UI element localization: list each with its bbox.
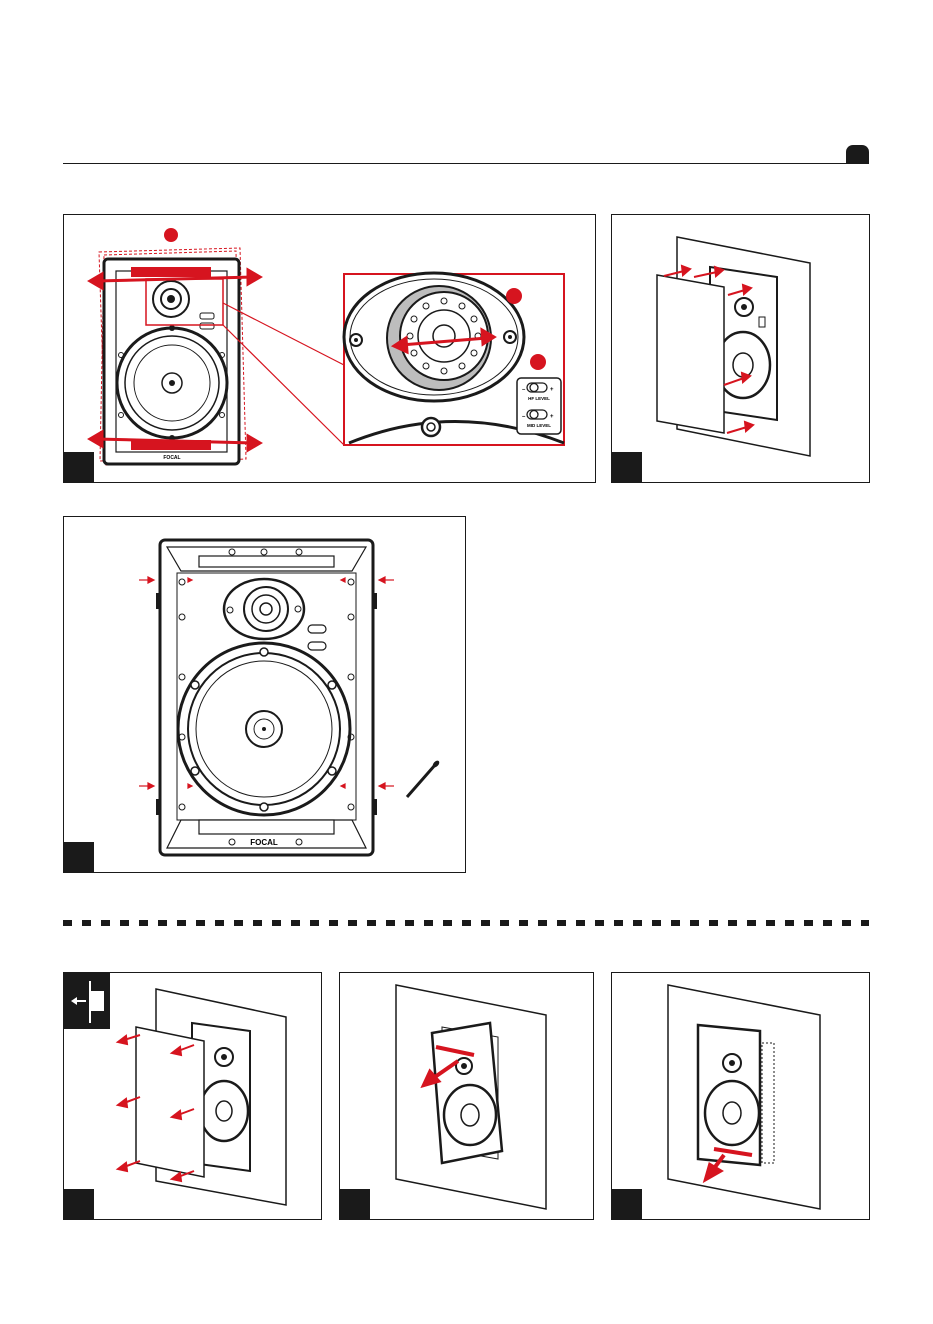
step-marker-5 [340, 1189, 370, 1219]
speaker-frame: FOCAL [104, 259, 239, 464]
panel-step-3: FOCAL [63, 516, 466, 873]
mid-plus: + [550, 414, 554, 420]
panel-step-5 [339, 972, 594, 1220]
grille-removal-illustration [64, 973, 321, 1219]
screw-icon [407, 759, 441, 797]
brand-logo-front: FOCAL [250, 838, 278, 847]
panel-step-6 [611, 972, 870, 1220]
arrow-left-bracket-icon [64, 973, 110, 1029]
grille [136, 1027, 204, 1177]
pull-out-illustration [612, 973, 869, 1219]
tilt-out-illustration [340, 973, 593, 1219]
step-marker-3 [64, 842, 94, 872]
section-divider [63, 920, 869, 926]
grille [657, 275, 724, 433]
step-marker-4 [64, 1189, 94, 1219]
hf-plus: + [550, 387, 554, 393]
step-marker-1 [64, 452, 94, 482]
grille-mount-illustration [612, 215, 869, 482]
panel-step-1: FOCAL [63, 214, 596, 483]
flex-frame-illustration: FOCAL [64, 215, 595, 482]
brand-logo: FOCAL [163, 455, 180, 461]
mid-level-label: MID LEVEL [527, 423, 551, 428]
step-marker-6 [612, 1189, 642, 1219]
speaker-front: FOCAL [156, 540, 377, 855]
step-marker-2 [612, 452, 642, 482]
panel-step-4 [63, 972, 322, 1220]
front-view-illustration: FOCAL [64, 517, 465, 872]
panel-step-2 [611, 214, 870, 483]
tweeter-zoom: – + HF LEVEL – + MID LEVEL [344, 273, 564, 445]
page-tab [846, 145, 869, 164]
callout-dot [164, 228, 178, 242]
header-rule [63, 163, 869, 164]
top-flex-bar [131, 267, 211, 277]
hf-level-label: HF LEVEL [528, 396, 550, 401]
